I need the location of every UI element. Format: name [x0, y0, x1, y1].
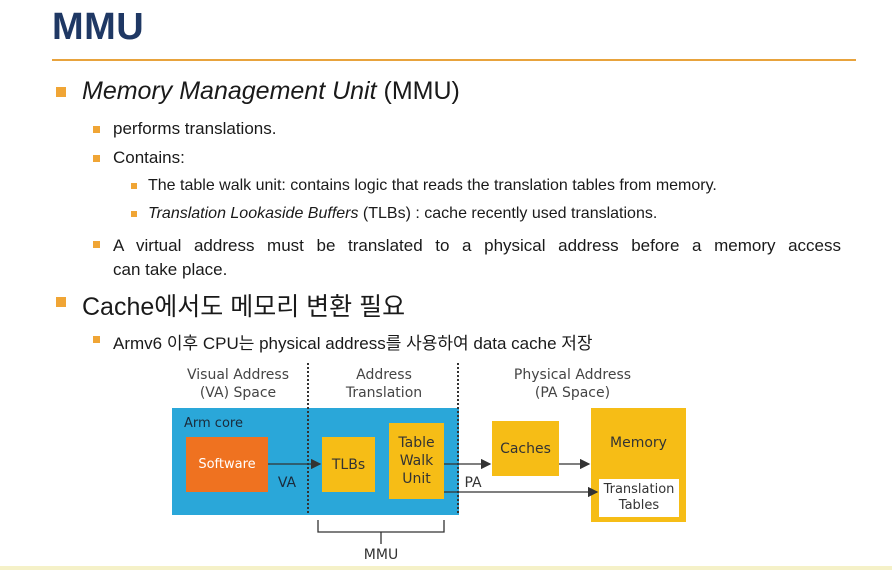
header-line: (PA Space) [534, 385, 611, 401]
bullet-tlb: Translation Lookaside Buffers (TLBs) : c… [131, 205, 657, 223]
footer-strip [0, 566, 892, 570]
at-pa-separator [457, 363, 459, 513]
title-divider [52, 59, 856, 61]
tlb-desc: (TLBs) : cache recently used translation… [358, 205, 658, 222]
mmu-term: Memory Management Unit [82, 77, 377, 105]
bullet-armv6: Armv6 이후 CPU는 physical address를 사용하여 dat… [93, 329, 593, 354]
address-translation-header: Address Translation [326, 366, 442, 402]
mmu-bracket [317, 520, 445, 533]
bullet-text: Contains: [113, 148, 185, 167]
mmu-abbrev: (MMU) [376, 77, 460, 105]
translation-tables-label: Translation Tables [599, 482, 679, 514]
tlb-term: Translation Lookaside Buffers [148, 205, 359, 222]
va-space-header: Visual Address (VA) Space [168, 366, 308, 402]
arm-core-label: Arm core [184, 416, 243, 431]
header-line: Translation [345, 385, 423, 401]
bullet-text: The table walk unit: contains logic that… [148, 177, 717, 194]
mmu-label: MMU [363, 547, 399, 563]
header-line: Address [356, 367, 412, 383]
va-at-separator [307, 363, 309, 513]
tlbs-box: TLBs [322, 437, 375, 492]
table-walk-unit-box: Table Walk Unit [389, 423, 444, 499]
caches-label: Caches [500, 440, 551, 457]
header-line: Physical Address [513, 367, 632, 383]
software-label: Software [198, 456, 256, 472]
bullet-square-icon [93, 155, 100, 162]
bullet-square-icon [93, 336, 100, 343]
bullet-text: A virtual address must be translated to … [113, 234, 841, 282]
bullet-text: Translation Lookaside Buffers (TLBs) : c… [148, 205, 657, 223]
bullet-square-icon [93, 241, 100, 248]
slide-title: MMU [52, 6, 145, 48]
label-line: Translation [603, 482, 675, 497]
caches-box: Caches [492, 421, 559, 476]
label-line: Tables [618, 498, 660, 513]
pa-label: PA [464, 475, 482, 491]
bullet-contains: Contains: [93, 148, 185, 168]
va-label: VA [277, 475, 297, 491]
software-box: Software [186, 437, 268, 492]
bullet-text: Armv6 이후 CPU는 physical address를 사용하여 dat… [113, 334, 593, 353]
bullet-line-2: can take place. [113, 260, 228, 279]
bullet-performs: performs translations. [93, 119, 276, 139]
pa-space-header: Physical Address (PA Space) [500, 366, 645, 402]
tlbs-label: TLBs [331, 456, 366, 473]
memory-box: Memory Translation Tables [591, 408, 686, 522]
bullet-square-icon [131, 211, 137, 217]
bullet-cache: Cache에서도 메모리 변환 필요 [56, 287, 405, 323]
header-line: (VA) Space [199, 385, 277, 401]
bullet-mmu: Memory Management Unit (MMU) [56, 77, 460, 106]
memory-label: Memory [610, 435, 667, 451]
bullet-text: Memory Management Unit (MMU) [82, 77, 460, 106]
translation-tables-box: Translation Tables [599, 479, 679, 517]
bullet-text: Cache에서도 메모리 변환 필요 [82, 293, 406, 321]
table-walk-unit-label: Table Walk Unit [389, 434, 444, 488]
bullet-square-icon [56, 87, 66, 97]
label-line: Table [398, 435, 435, 451]
bullet-line-1: A virtual address must be translated to … [113, 236, 841, 255]
bullet-square-icon [56, 297, 66, 307]
bullet-square-icon [131, 183, 137, 189]
bullet-text: performs translations. [113, 119, 277, 138]
header-line: Visual Address [187, 367, 289, 383]
bullet-table-walk: The table walk unit: contains logic that… [131, 177, 717, 195]
label-line: Walk [399, 453, 434, 469]
label-line: Unit [402, 471, 431, 487]
bullet-square-icon [93, 126, 100, 133]
bullet-virtual-address: A virtual address must be translated to … [93, 234, 841, 282]
